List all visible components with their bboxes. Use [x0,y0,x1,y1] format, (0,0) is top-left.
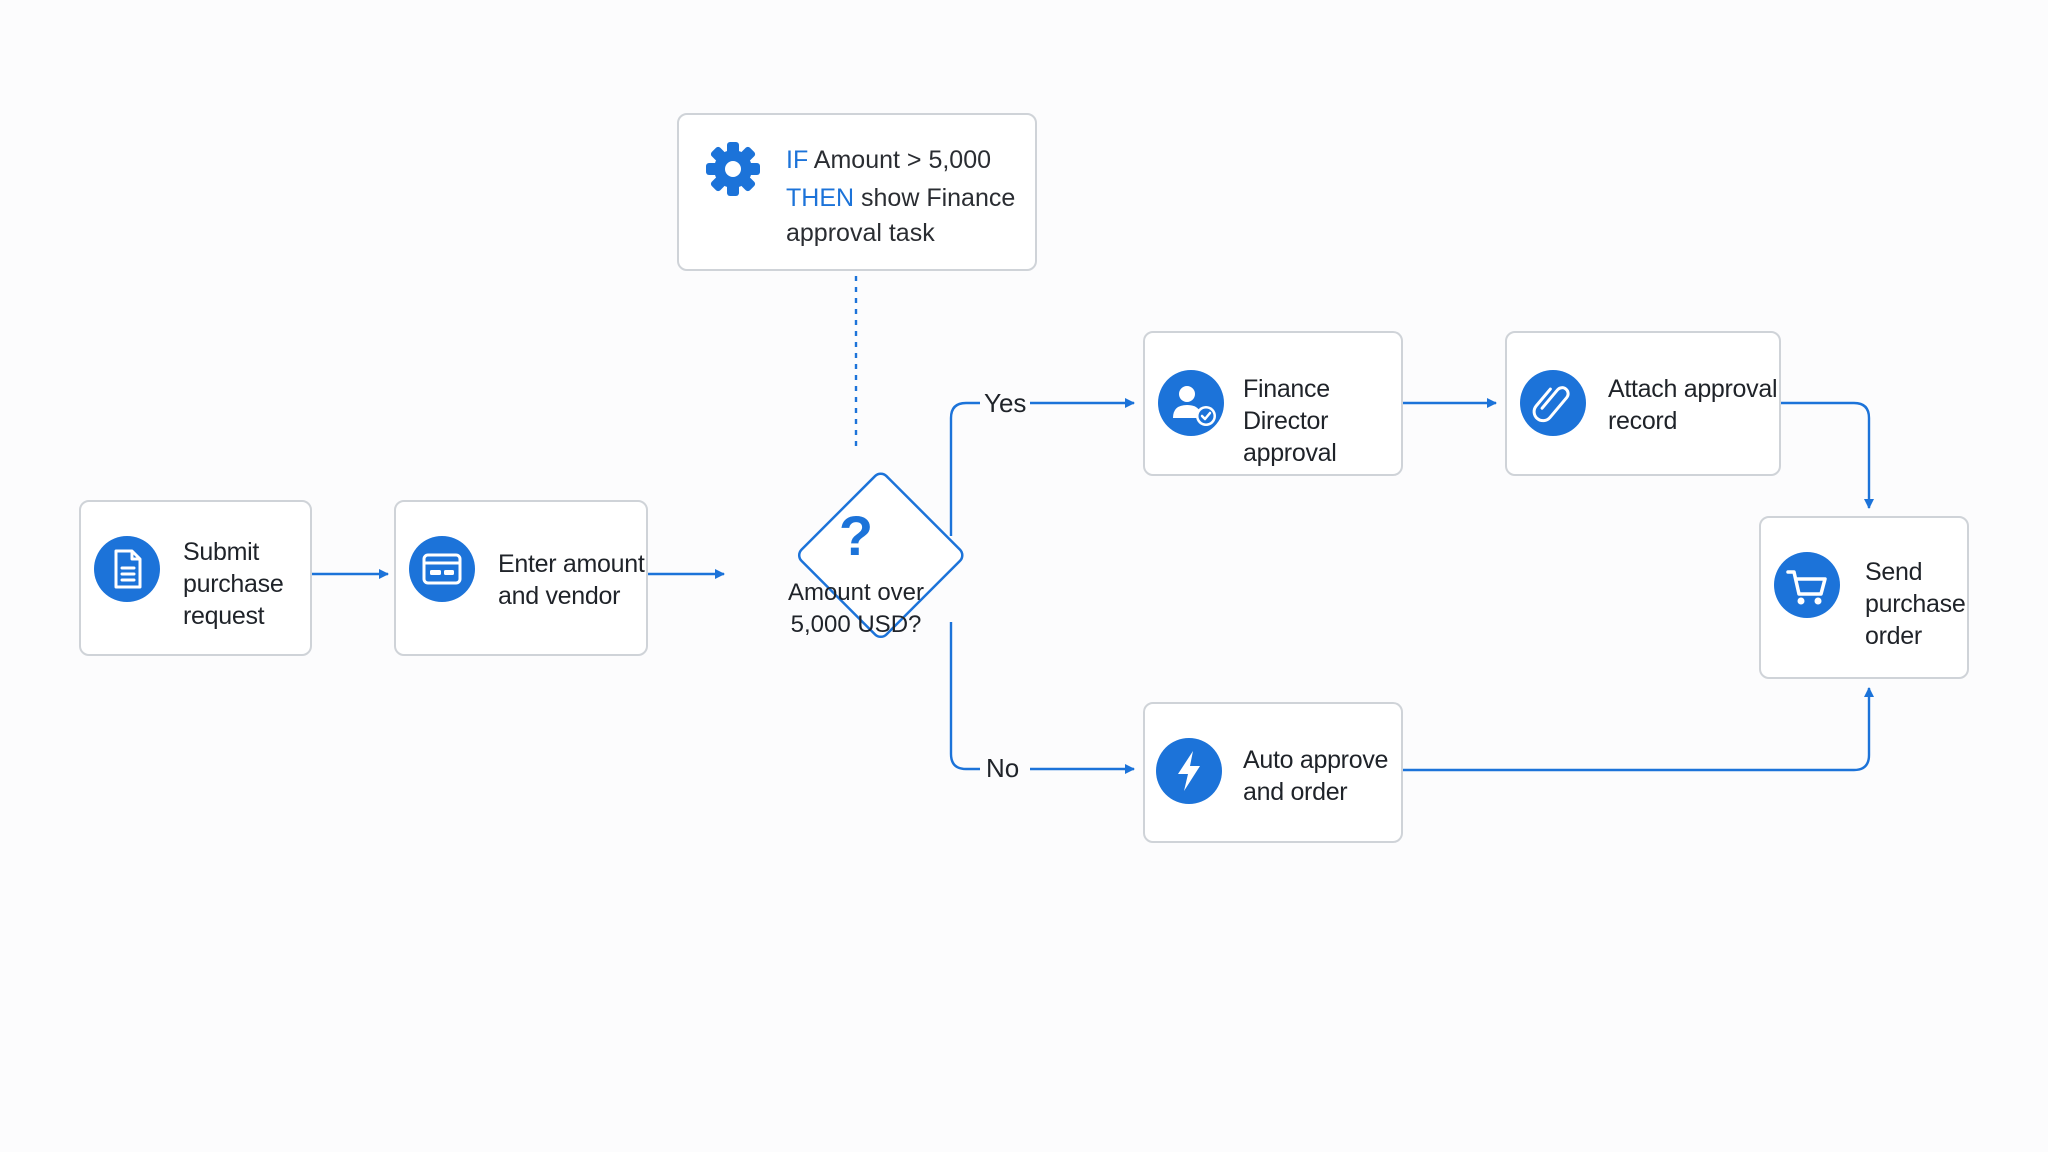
yes-branch-line [949,401,980,536]
if-keyword: IF [786,146,809,174]
gear-icon [706,142,760,196]
node-attach-approval-record[interactable]: Attach approval record [1505,331,1781,476]
node-label: Submit purchase request [183,538,284,630]
decision-question-mark: ? [839,504,873,567]
node-label: Send purchase order [1865,558,1966,650]
rule-then-line: THEN show Finance [786,179,1015,217]
no-branch-line [949,622,980,771]
paperclip-icon [1520,370,1586,436]
if-condition: Amount > 5,000 [813,146,992,174]
node-submit-purchase-request[interactable]: Submit purchase request [79,500,312,656]
node-label: Auto approve and order [1243,746,1389,806]
branch-label-no: No [986,753,1020,783]
form-icon [409,536,475,602]
cart-icon [1774,552,1840,618]
then-action: show Finance [861,184,1016,212]
node-label: Finance Director approval [1243,375,1337,467]
rule-text: IF Amount > 5,000 THEN show Finance appr… [786,141,1015,249]
node-label: Enter amount and vendor [498,550,645,610]
document-icon [94,536,160,602]
arrow-auto-to-send [1403,687,1874,772]
decision-diamond [797,472,964,639]
node-send-purchase-order[interactable]: Send purchase order [1759,516,1969,679]
branch-label-yes: Yes [984,388,1027,418]
rule-then-line-2: approval task [786,219,935,247]
rule-condition-box[interactable]: IF Amount > 5,000 THEN show Finance appr… [677,113,1037,271]
lightning-icon [1156,738,1222,804]
node-auto-approve-order[interactable]: Auto approve and order [1143,702,1403,843]
node-label: Attach approval record [1608,375,1778,435]
decision-label: Amount over 5,000 USD? [787,579,925,638]
user-check-icon [1158,370,1224,436]
node-enter-amount-vendor[interactable]: Enter amount and vendor [394,500,648,656]
then-keyword: THEN [786,184,855,212]
node-finance-director-approval[interactable]: Finance Director approval [1143,331,1403,476]
arrow-attach-to-send [1781,401,1874,509]
rule-if-line: IF Amount > 5,000 [786,141,1015,179]
